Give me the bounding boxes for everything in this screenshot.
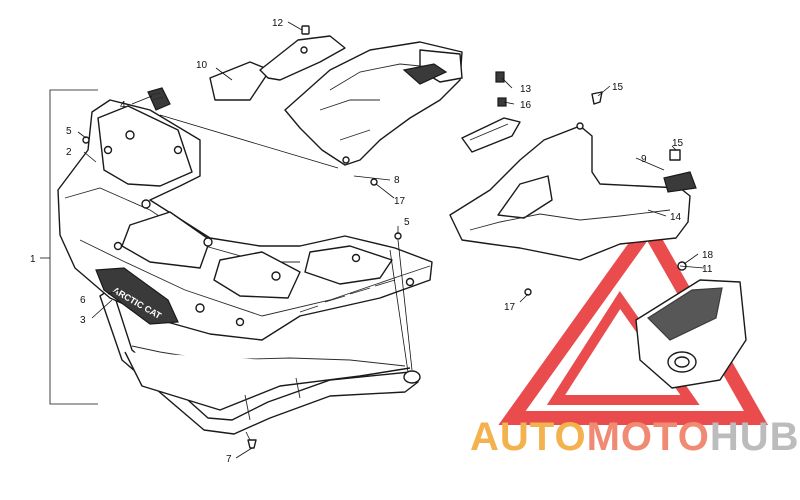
callout-13: 13 — [520, 84, 532, 95]
callout-17a: 17 — [394, 196, 406, 207]
grille-item-11 — [635, 279, 747, 389]
callout-17b: 17 — [504, 302, 516, 313]
svg-text:AUTOMOTOHUB: AUTOMOTOHUB — [470, 415, 800, 459]
decal-item-4 — [147, 87, 171, 111]
watermark-auto: AUTO — [470, 415, 587, 459]
front-rack-tube — [99, 287, 421, 435]
callout-3: 3 — [80, 315, 86, 326]
callout-2: 2 — [66, 147, 72, 158]
callout-16: 16 — [520, 100, 532, 111]
callout-numbers: 1 2 3 4 5 5 6 7 8 9 10 11 12 13 14 15 15… — [30, 18, 714, 465]
rack-mounting-holes — [103, 130, 415, 327]
callout-10: 10 — [196, 60, 208, 71]
watermark-moto: MOTO — [587, 415, 710, 459]
front-rack-body — [57, 99, 433, 341]
callout-9: 9 — [641, 154, 647, 165]
callout-7: 7 — [226, 454, 232, 465]
callout-4: 4 — [120, 100, 126, 111]
headlight-bezel — [461, 117, 521, 153]
callout-14: 14 — [670, 212, 682, 223]
callout-6: 6 — [80, 295, 86, 306]
side-panel — [449, 122, 697, 261]
callout-15a: 15 — [612, 82, 624, 93]
leader-lines — [77, 21, 705, 459]
bracket-item-1 — [40, 89, 98, 405]
callout-15b: 15 — [672, 138, 684, 149]
callout-5b: 5 — [404, 217, 410, 228]
callout-18: 18 — [702, 250, 714, 261]
callout-8: 8 — [394, 175, 400, 186]
callout-1: 1 — [30, 254, 36, 265]
front-fender-upper — [209, 35, 463, 166]
watermark-text: AUTOMOTOHUB — [470, 415, 800, 459]
callout-11: 11 — [702, 264, 713, 275]
callout-12: 12 — [272, 18, 284, 29]
callout-5a: 5 — [66, 126, 72, 137]
watermark-hub: HUB — [710, 415, 800, 459]
